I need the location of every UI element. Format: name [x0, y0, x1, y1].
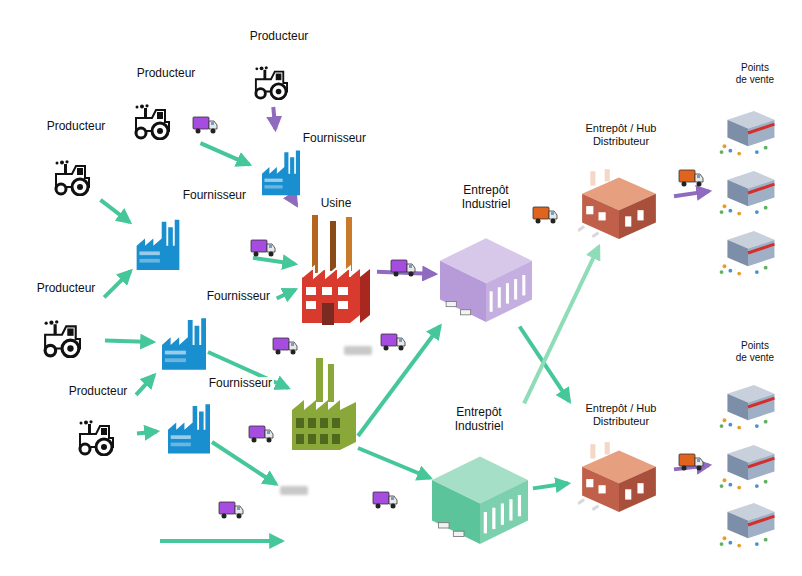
truck-icon	[533, 207, 557, 224]
truck-icon	[373, 492, 397, 509]
flow-arrow	[358, 326, 440, 436]
node-label: Entrepôt Industriel	[442, 406, 516, 434]
node-label: Entrepôt / Hub Distributeur	[574, 402, 668, 427]
truck-icon	[219, 502, 243, 519]
tractor-icon	[56, 160, 90, 195]
warehouse-node: Entrepôt Industriel	[438, 184, 534, 324]
blurred-labels	[280, 346, 372, 495]
shop-icon	[720, 231, 775, 276]
warehouse-icon	[440, 238, 532, 322]
producer-node: Producteur	[128, 67, 204, 142]
flow-arrow	[100, 200, 129, 222]
supplier-node: Fournisseur	[156, 290, 274, 373]
supplier-node: Fournisseur	[132, 189, 250, 269]
factory-icon	[162, 318, 206, 370]
node-label: Producteur	[248, 30, 311, 44]
tractor-icon	[45, 320, 80, 357]
supplier-node: Fournisseur	[160, 377, 276, 457]
node-label: Fournisseur	[205, 290, 272, 304]
flow-arrow	[533, 483, 568, 488]
truck-icon	[193, 117, 217, 134]
flow-arrow	[137, 431, 157, 433]
factory-icon	[137, 220, 180, 270]
truck-icon	[391, 260, 415, 277]
retail-node: Points de vente	[712, 62, 798, 282]
truck-icon	[251, 240, 275, 257]
flow-arrow	[253, 258, 295, 264]
tractor-icon	[136, 104, 170, 139]
blurred-label	[280, 486, 308, 495]
node-label: Producteur	[35, 282, 98, 296]
shop-icon	[720, 503, 775, 548]
producer-node: Producteur	[244, 30, 315, 104]
producer-node: Producteur	[62, 385, 134, 461]
flow-arrow	[104, 271, 130, 297]
plant-node: Usine	[298, 197, 374, 327]
node-label: Producteur	[45, 120, 108, 134]
node-label: Producteur	[67, 385, 130, 399]
node-label: Entrepôt Industriel	[449, 184, 523, 212]
flow-arrow	[212, 442, 276, 484]
hub-icon	[578, 442, 656, 512]
factory-icon	[168, 404, 210, 453]
retail-node: Points de vente	[712, 340, 798, 552]
node-label: Points de vente	[733, 340, 777, 363]
flow-arrow	[358, 448, 430, 478]
supplier-icons	[137, 151, 300, 454]
flow-arrow	[105, 340, 153, 342]
flow-arrow	[524, 247, 599, 404]
node-label: Fournisseur	[207, 377, 274, 391]
node-label: Producteur	[135, 67, 198, 81]
blurred-label	[344, 346, 372, 355]
plant-icon	[302, 215, 370, 325]
truck-icon	[273, 338, 297, 355]
factory-icon	[262, 151, 300, 196]
shop-icon	[720, 445, 775, 490]
supplier-node: Fournisseur	[252, 132, 370, 194]
flow-arrow	[277, 290, 296, 299]
shop-icon	[720, 111, 775, 156]
hub-icon	[578, 169, 656, 239]
hub-node: Entrepôt / Hub Distributeur	[571, 122, 671, 244]
warehouse-node: Entrepôt Industriel	[428, 406, 530, 546]
shop-icons	[720, 111, 775, 548]
truck-icon	[679, 170, 703, 187]
tractor-icons	[45, 66, 287, 455]
flow-arrow	[136, 375, 154, 395]
truck-icon	[679, 454, 703, 471]
warehouse-icon	[432, 457, 528, 544]
flow-arrows	[160, 326, 440, 541]
hub-node: Entrepôt / Hub Distributeur	[571, 402, 671, 514]
producer-node: Producteur	[30, 282, 102, 362]
truck-icons	[193, 117, 703, 519]
truck-icon	[381, 334, 405, 351]
node-label: Usine	[319, 197, 354, 211]
node-label: Fournisseur	[181, 189, 248, 203]
node-label: Points de vente	[733, 62, 777, 85]
flow-arrow	[160, 539, 282, 543]
truck-icon	[249, 426, 273, 443]
node-label: Fournisseur	[301, 132, 368, 146]
node-label: Entrepôt / Hub Distributeur	[574, 122, 668, 147]
producer-node: Producteur	[40, 120, 112, 198]
shop-icon	[720, 385, 775, 430]
plant-icon	[292, 358, 356, 450]
tractor-icon	[255, 66, 287, 99]
flow-arrow	[674, 191, 709, 196]
flow-arrow	[291, 197, 296, 205]
shop-icon	[720, 171, 775, 216]
flow-arrow	[200, 143, 249, 164]
flow-arrow	[273, 107, 275, 129]
tractor-icon	[80, 420, 114, 455]
